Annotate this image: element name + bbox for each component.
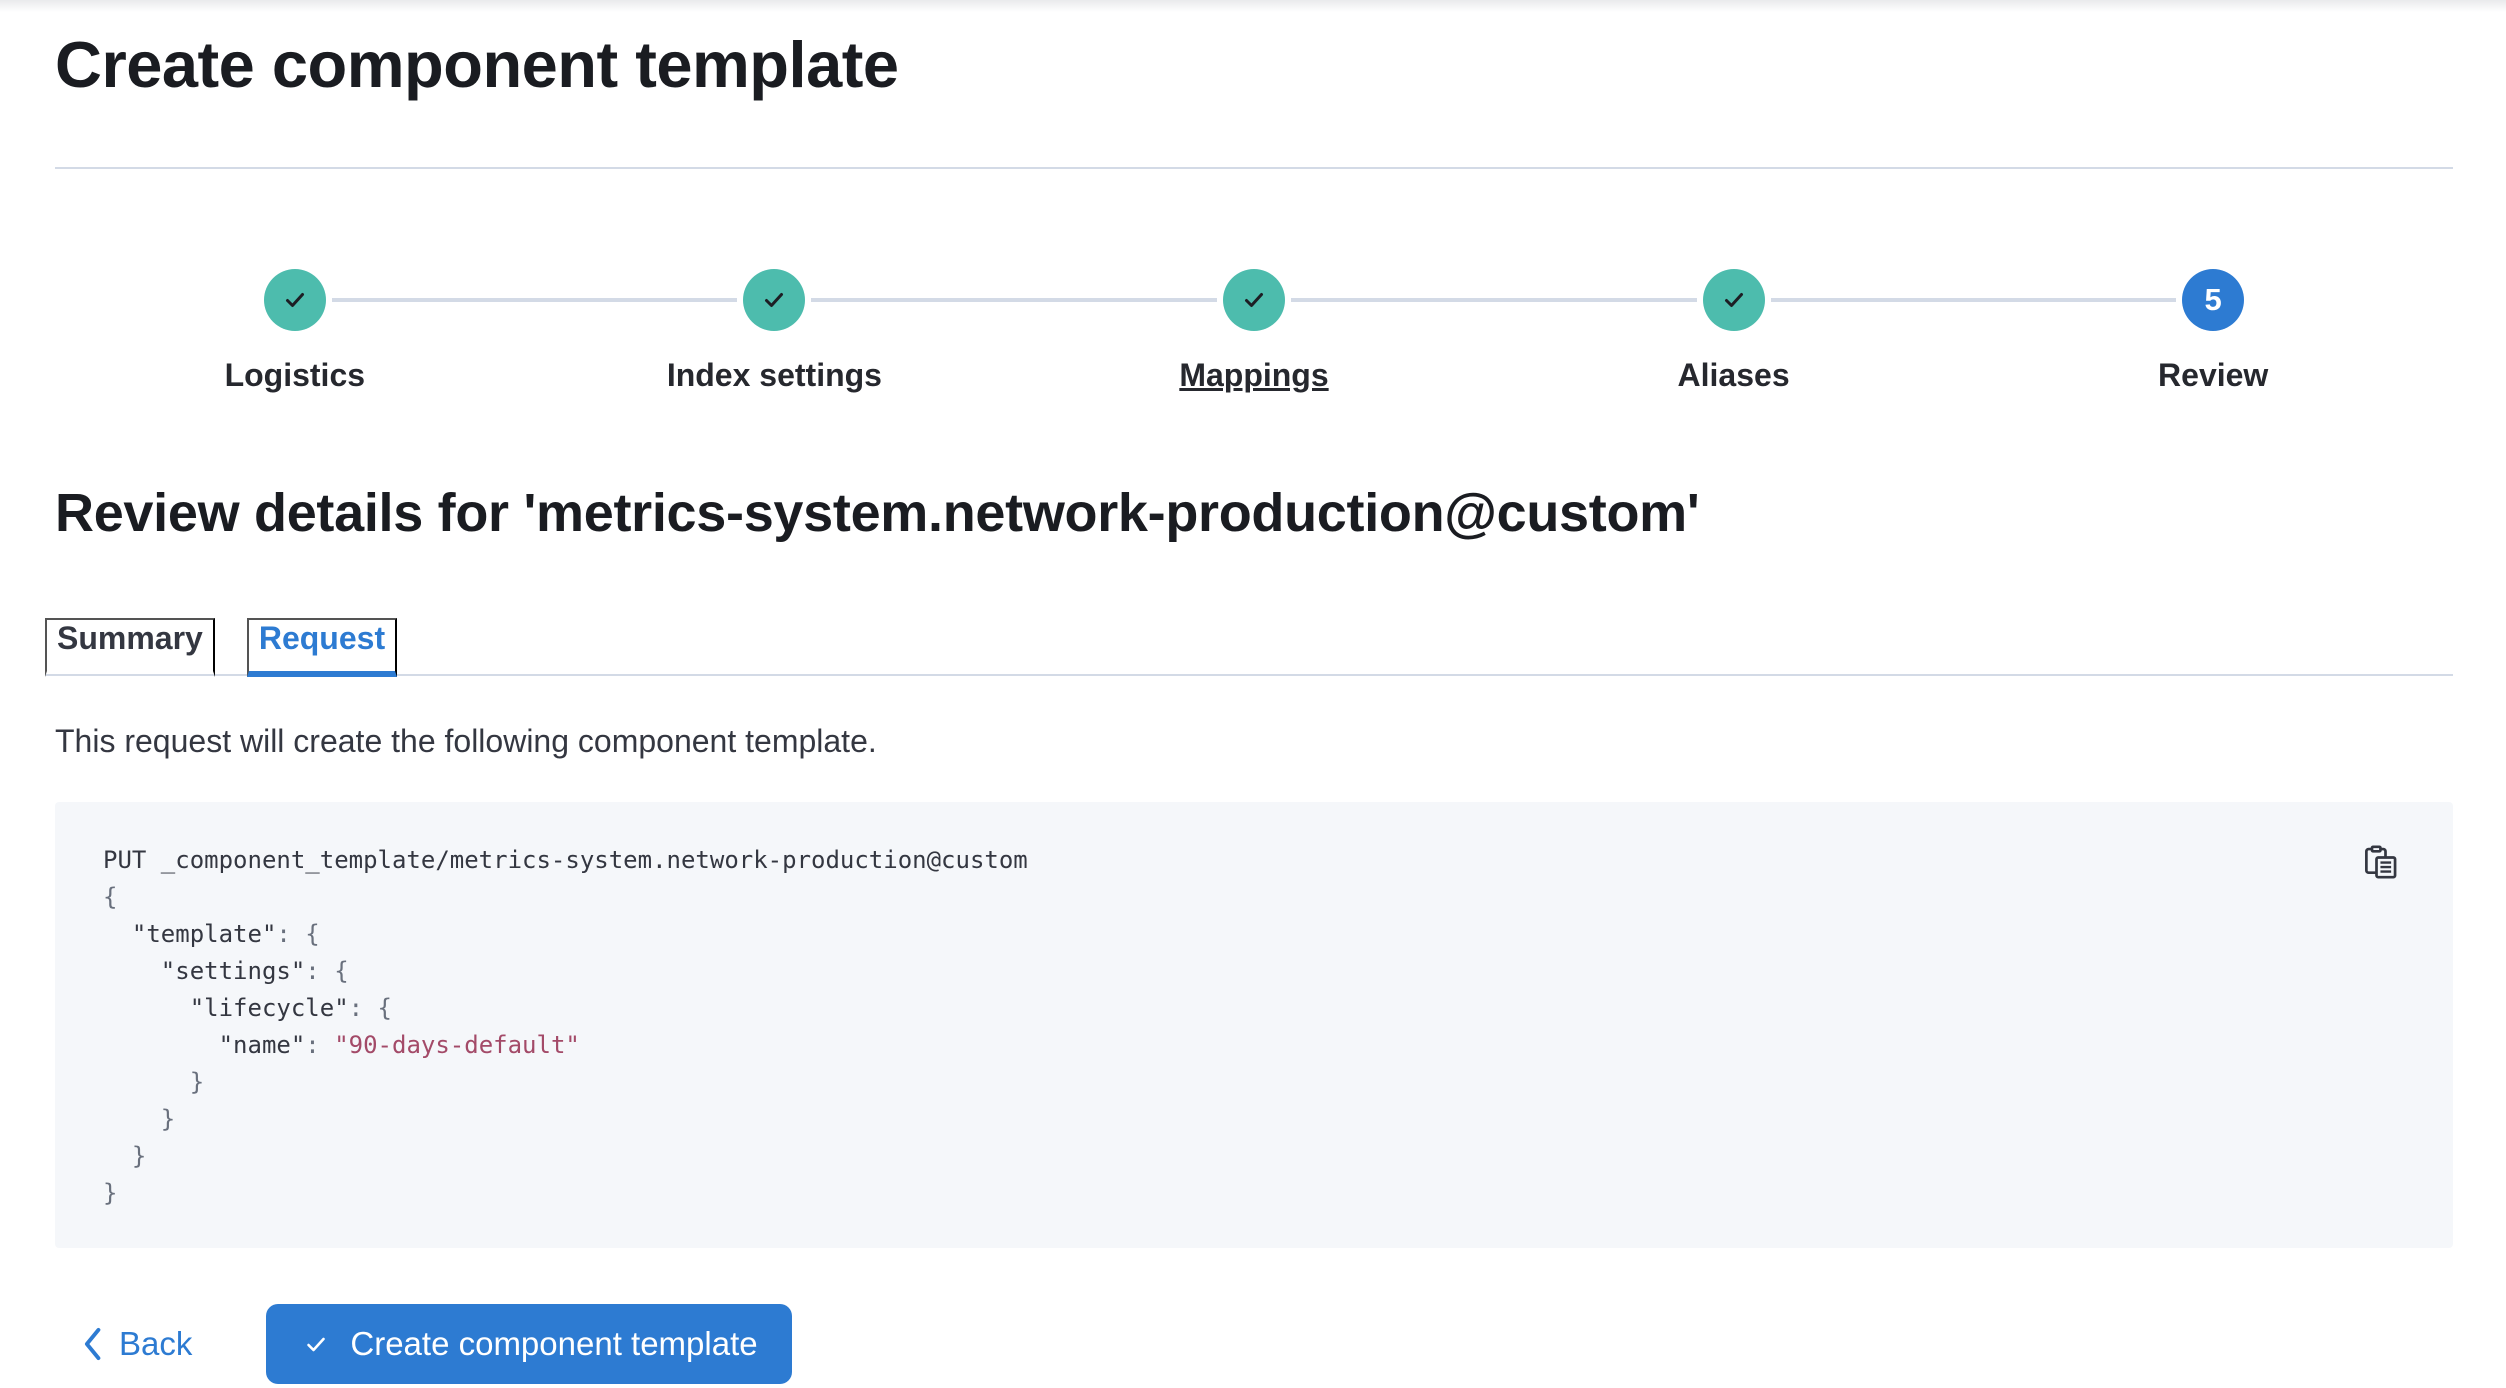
request-code-block: PUT _component_template/metrics-system.n… (55, 802, 2453, 1249)
step-review[interactable]: 5 Review (1973, 269, 2453, 394)
code-line: } (103, 1142, 147, 1171)
step-label: Mappings (1179, 357, 1329, 393)
step-mappings[interactable]: Mappings (1014, 269, 1697, 394)
title-divider (55, 167, 2453, 169)
create-component-template-button[interactable]: Create component template (266, 1304, 792, 1385)
check-icon (765, 293, 784, 307)
step-current-circle: 5 (2182, 269, 2245, 331)
review-tabs: Summary Request (45, 618, 2453, 677)
step-label: Aliases (1677, 357, 1790, 393)
step-number: 5 (2204, 282, 2222, 317)
request-description: This request will create the following c… (55, 723, 877, 759)
code-content: PUT _component_template/metrics-system.n… (103, 842, 2333, 1212)
tab-summary[interactable]: Summary (45, 618, 215, 677)
submit-button-label: Create component template (350, 1325, 758, 1363)
check-icon (1244, 293, 1263, 307)
step-label: Index settings (666, 357, 882, 393)
review-heading: Review details for 'metrics-system.netwo… (55, 483, 1700, 543)
step-complete-circle (263, 269, 326, 331)
check-icon (1724, 293, 1743, 307)
code-line: PUT _component_template/metrics-system.n… (103, 846, 1028, 875)
step-complete-circle (743, 269, 806, 331)
code-line: "settings": { (103, 957, 349, 986)
back-button[interactable]: Back (55, 1325, 204, 1363)
chevron-left-icon (84, 1328, 101, 1361)
wizard-stepper: Logistics Index settings Mappings (55, 269, 2453, 394)
window-top-edge (0, 0, 2506, 12)
create-component-template-page: Create component template Logistics Inde… (45, 28, 2453, 1385)
step-complete-circle (1222, 269, 1285, 331)
page-title: Create component template (55, 28, 899, 101)
code-line: "name": "90-days-default" (103, 1031, 580, 1060)
check-icon (285, 293, 304, 307)
code-line: "template": { (103, 920, 320, 949)
step-aliases[interactable]: Aliases (1494, 269, 2176, 394)
copy-to-clipboard-button[interactable] (2361, 842, 2401, 882)
footer-actions: Back Create component template (55, 1304, 2453, 1385)
code-line: } (103, 1105, 176, 1134)
step-index-settings[interactable]: Index settings (535, 269, 1217, 394)
step-label: Review (2158, 357, 2269, 393)
tab-request[interactable]: Request (246, 618, 398, 677)
step-logistics[interactable]: Logistics (55, 269, 737, 394)
check-icon (307, 1338, 326, 1352)
step-label: Logistics (224, 357, 366, 393)
code-line: { (103, 883, 118, 912)
code-line: } (103, 1179, 118, 1208)
code-line: "lifecycle": { (103, 994, 392, 1023)
back-button-label: Back (119, 1325, 193, 1363)
copy-clipboard-icon (2365, 845, 2397, 879)
code-line: } (103, 1068, 205, 1097)
step-complete-circle (1702, 269, 1765, 331)
